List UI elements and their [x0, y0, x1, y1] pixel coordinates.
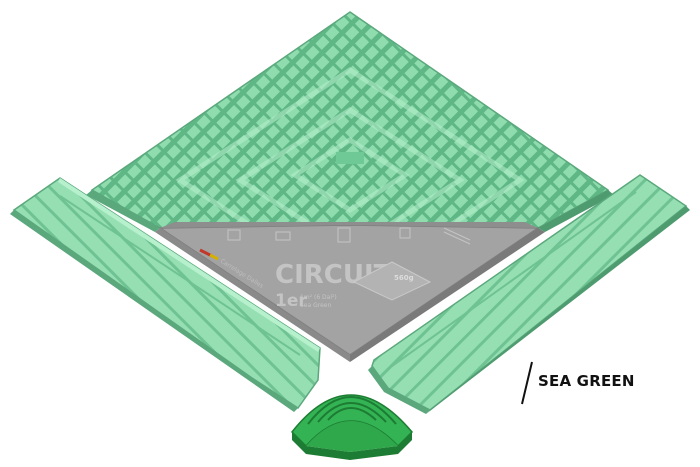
interlock-icon — [399, 227, 471, 245]
print-weight: 560g — [394, 274, 414, 282]
weight-icon: 560g — [352, 261, 432, 301]
floor-tile: CIRCUIT 1er 1m² (6 Dal²) Sea Green 560g … — [86, 11, 614, 362]
print-spec-2: Sea Green — [300, 302, 331, 309]
color-name-label: SEA GREEN — [538, 372, 635, 390]
edge-ramp-right — [368, 174, 690, 414]
edge-ramp-left — [10, 177, 321, 412]
tile-top-surface — [90, 11, 610, 229]
tile-grid-icon — [227, 227, 351, 243]
print-spec: 1m² (6 Dal²) — [300, 294, 337, 301]
print-subtitle: 1er — [275, 291, 307, 311]
corner-piece — [290, 394, 414, 460]
divider-slash — [521, 361, 533, 405]
